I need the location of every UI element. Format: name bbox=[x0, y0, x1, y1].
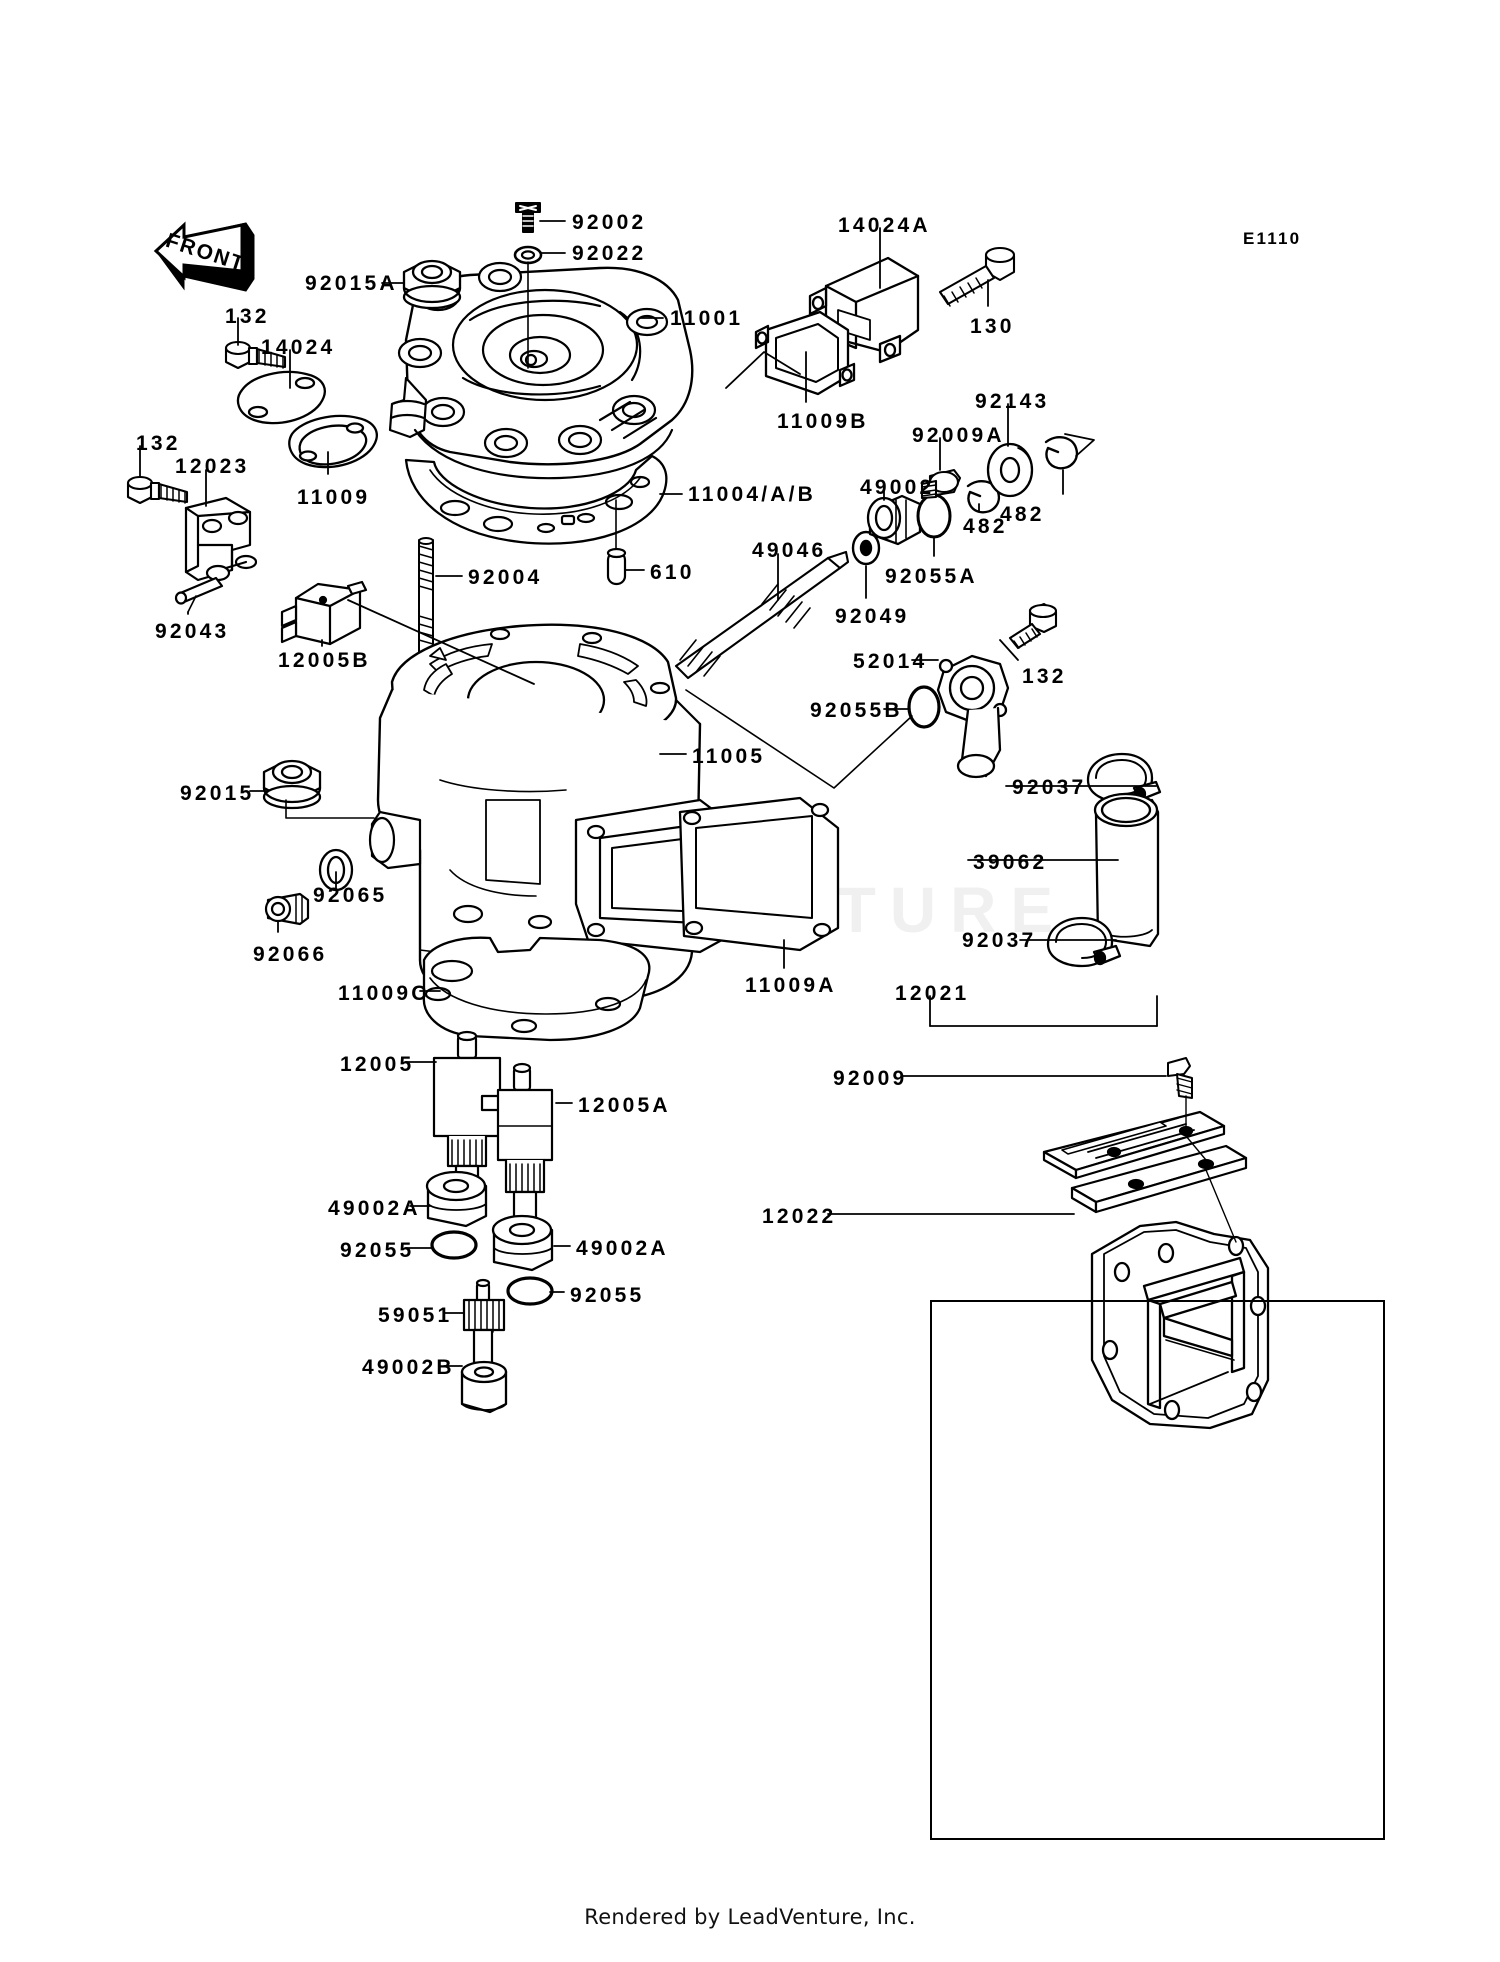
callout-482-right[interactable]: 482 bbox=[1000, 503, 1045, 526]
footer-attribution: Rendered by LeadVenture, Inc. bbox=[584, 1905, 916, 1929]
front-arrow-icon bbox=[153, 221, 255, 292]
callout-92055-left[interactable]: 92055 bbox=[340, 1239, 415, 1262]
callout-92043[interactable]: 92043 bbox=[155, 620, 230, 643]
reed-valve-assembly-inset bbox=[930, 1300, 1385, 1840]
callout-49002A-right[interactable]: 49002A bbox=[576, 1237, 669, 1260]
callout-14024A[interactable]: 14024A bbox=[838, 214, 931, 237]
callout-12005A[interactable]: 12005A bbox=[578, 1094, 671, 1117]
callout-11004AB[interactable]: 11004/A/B bbox=[688, 483, 817, 506]
callout-132-right[interactable]: 132 bbox=[1022, 665, 1067, 688]
diagram-code: E1110 bbox=[1243, 229, 1302, 248]
callout-92037-top[interactable]: 92037 bbox=[1012, 776, 1087, 799]
callout-92004[interactable]: 92004 bbox=[468, 566, 543, 589]
callout-92015[interactable]: 92015 bbox=[180, 782, 255, 805]
callout-92002[interactable]: 92002 bbox=[572, 211, 647, 234]
watermark-text: LEADVENTURE bbox=[432, 874, 1068, 946]
callout-11005[interactable]: 11005 bbox=[692, 745, 766, 768]
callout-610[interactable]: 610 bbox=[650, 561, 695, 584]
callout-130[interactable]: 130 bbox=[970, 315, 1015, 338]
callout-12005[interactable]: 12005 bbox=[340, 1053, 415, 1076]
callout-92037-bottom[interactable]: 92037 bbox=[962, 929, 1037, 952]
callout-132-mid[interactable]: 132 bbox=[136, 432, 181, 455]
callout-12022[interactable]: 12022 bbox=[762, 1205, 837, 1228]
callout-11009A[interactable]: 11009A bbox=[745, 974, 837, 997]
callout-11009[interactable]: 11009 bbox=[297, 486, 371, 509]
callout-92009A[interactable]: 92009A bbox=[912, 424, 1005, 447]
callout-92022[interactable]: 92022 bbox=[572, 242, 647, 265]
callout-92066[interactable]: 92066 bbox=[253, 943, 328, 966]
callout-49046[interactable]: 49046 bbox=[752, 539, 827, 562]
callout-92009[interactable]: 92009 bbox=[833, 1067, 908, 1090]
callout-39062[interactable]: 39062 bbox=[973, 851, 1048, 874]
callout-11001[interactable]: 11001 bbox=[670, 307, 744, 330]
callout-49002A-left[interactable]: 49002A bbox=[328, 1197, 421, 1220]
callout-12023[interactable]: 12023 bbox=[175, 455, 250, 478]
callout-92065[interactable]: 92065 bbox=[313, 884, 388, 907]
callout-92055-right[interactable]: 92055 bbox=[570, 1284, 645, 1307]
callout-92055B[interactable]: 92055B bbox=[810, 699, 903, 722]
callout-11009B[interactable]: 11009B bbox=[777, 410, 869, 433]
callout-12005B[interactable]: 12005B bbox=[278, 649, 371, 672]
callout-59051[interactable]: 59051 bbox=[378, 1304, 453, 1327]
callout-49002B[interactable]: 49002B bbox=[362, 1356, 455, 1379]
callout-482-left[interactable]: 482 bbox=[963, 515, 1008, 538]
callout-92015A[interactable]: 92015A bbox=[305, 272, 398, 295]
callout-49002[interactable]: 49002 bbox=[860, 476, 935, 499]
callout-92055A[interactable]: 92055A bbox=[885, 565, 978, 588]
callout-12021[interactable]: 12021 bbox=[895, 982, 970, 1005]
callout-132-top[interactable]: 132 bbox=[225, 305, 270, 328]
callout-14024[interactable]: 14024 bbox=[261, 336, 336, 359]
callout-11009C[interactable]: 11009C bbox=[338, 982, 430, 1005]
front-direction-marker: FRONT bbox=[150, 205, 260, 292]
callout-92049[interactable]: 92049 bbox=[835, 605, 910, 628]
callout-52014[interactable]: 52014 bbox=[853, 650, 928, 673]
callout-92143[interactable]: 92143 bbox=[975, 390, 1050, 413]
